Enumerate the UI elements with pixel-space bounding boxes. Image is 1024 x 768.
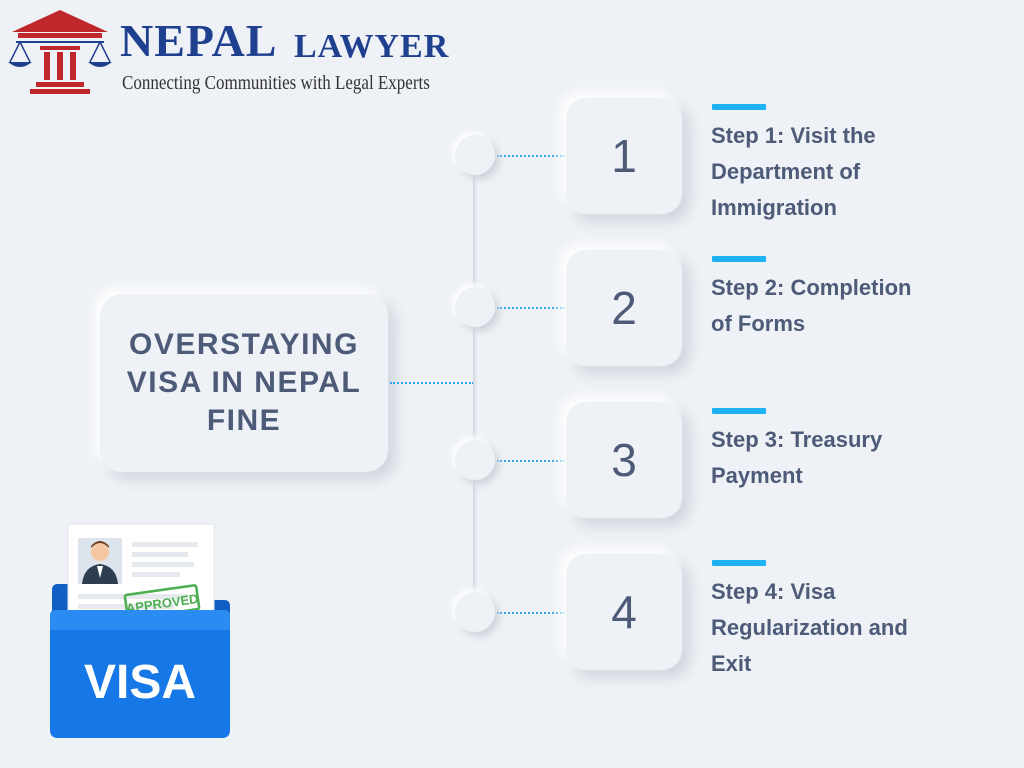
- step-3-number-card: 3: [566, 402, 682, 518]
- step-4-connector: [497, 612, 565, 614]
- step-3-accent-bar: [712, 408, 766, 414]
- step-1-number: 1: [611, 130, 637, 182]
- step-1-connector: [497, 155, 565, 157]
- step-1-accent-bar: [712, 104, 766, 110]
- step-2-number-card: 2: [566, 250, 682, 366]
- folder-visa-text: VISA: [84, 656, 196, 709]
- step-2-accent-bar: [712, 256, 766, 262]
- step-2-connector: [497, 307, 565, 309]
- step-4-accent-bar: [712, 560, 766, 566]
- step-4-number-card: 4: [566, 554, 682, 670]
- step-1-label: Step 1: Visit the Department of Immigrat…: [711, 123, 876, 220]
- step-1-number-card: 1: [566, 98, 682, 214]
- courthouse-scales-icon: [8, 10, 112, 94]
- visa-folder-icon: APPROVED VISA: [50, 523, 230, 738]
- timeline-node-4: [455, 592, 495, 632]
- timeline-node-3: [455, 440, 495, 480]
- brand-name-nepal: NEPAL: [120, 15, 278, 66]
- step-3-connector: [497, 460, 565, 462]
- step-4-label: Step 4: Visa Regularization and Exit: [711, 579, 908, 676]
- step-2-label: Step 2: Completion of Forms: [711, 275, 912, 336]
- timeline-node-2: [455, 287, 495, 327]
- step-2-number: 2: [611, 282, 637, 334]
- step-3-number: 3: [611, 434, 637, 486]
- timeline-line: [473, 155, 477, 615]
- brand-tagline: Connecting Communities with Legal Expert…: [122, 72, 430, 94]
- title-connector: [390, 382, 474, 384]
- step-4-number: 4: [611, 586, 637, 638]
- title-card: OVERSTAYING VISA IN NEPAL FINE: [100, 294, 388, 472]
- timeline-node-1: [455, 135, 495, 175]
- step-3-label: Step 3: Treasury Payment: [711, 427, 883, 488]
- brand-logo: NEPAL LAWYER Connecting Communities with…: [4, 6, 474, 102]
- page-title: OVERSTAYING VISA IN NEPAL FINE: [126, 328, 362, 437]
- brand-name-lawyer: LAWYER: [294, 28, 450, 65]
